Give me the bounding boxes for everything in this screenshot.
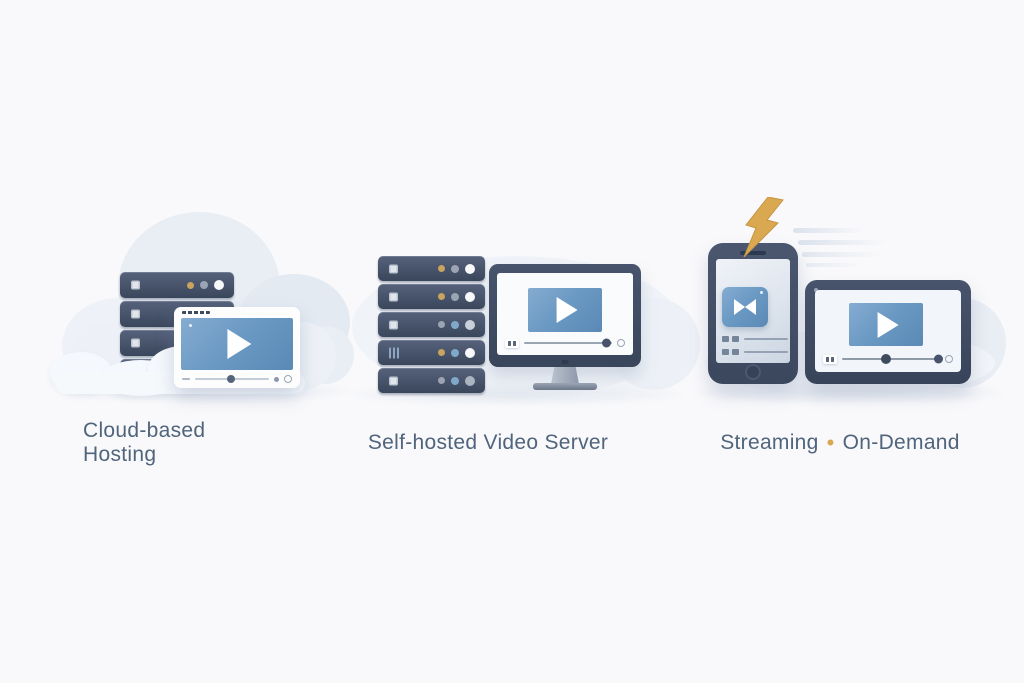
caption-text-right: On-Demand [842, 431, 960, 454]
caption-text-left: Streaming [720, 431, 819, 454]
caption-self-hosted: Self-hosted Video Server [358, 430, 618, 456]
video-player-window [174, 307, 300, 388]
monitor-stand-neck [551, 367, 579, 384]
playlist-row [722, 349, 788, 355]
status-led [451, 320, 459, 329]
caption-text: Self-hosted Video Server [367, 431, 609, 454]
monitor-screen [497, 273, 633, 355]
play-icon [227, 329, 252, 359]
video-thumbnail [722, 287, 768, 327]
pause-icon [823, 354, 837, 364]
tablet [805, 280, 971, 384]
progress-end-dot [934, 354, 943, 364]
tablet-screen [815, 290, 961, 372]
progress-knob [881, 354, 892, 364]
status-led [465, 291, 475, 302]
phone-screen [716, 259, 790, 363]
status-led [465, 263, 475, 274]
desktop-monitor [489, 264, 641, 367]
progress-track [842, 354, 943, 364]
server-slab [378, 256, 485, 281]
speed-line [802, 252, 882, 257]
status-led [438, 293, 445, 300]
skip-icon [734, 299, 756, 315]
server-slab [378, 340, 485, 365]
status-led [200, 281, 208, 289]
status-led [438, 349, 445, 356]
lightning-bolt-icon [743, 197, 784, 257]
playback-controls [182, 375, 292, 383]
drive-bay-icon [389, 264, 398, 273]
sparkle-dot [760, 291, 763, 294]
status-led [214, 280, 224, 290]
playback-controls [823, 354, 953, 364]
status-leds [438, 319, 475, 330]
home-button [745, 364, 761, 380]
speed-line [798, 240, 888, 245]
status-led [438, 377, 445, 384]
server-slab [120, 272, 234, 298]
caption-streaming-on-demand: Streaming • On-Demand [710, 430, 970, 456]
control-dot [274, 376, 279, 382]
status-led [451, 348, 459, 357]
drive-bay-icon [131, 309, 140, 319]
speed-line [793, 228, 865, 233]
video-area [181, 318, 293, 370]
ground-shadow [698, 382, 1003, 404]
drive-bay-icon [389, 376, 398, 385]
control-ring-icon [945, 355, 953, 363]
status-leds [438, 263, 475, 274]
drive-bay-icon [389, 292, 398, 301]
progress-track [195, 375, 269, 383]
status-leds [438, 291, 475, 302]
status-led [465, 375, 475, 386]
drive-bay-icon [389, 347, 399, 358]
caption-cloud-hosting: Cloud-based Hosting [83, 419, 283, 466]
pause-icon [505, 338, 519, 348]
control-ring-icon [617, 339, 625, 347]
status-led [438, 321, 445, 328]
status-leds [187, 280, 224, 290]
status-led [451, 292, 459, 301]
control-dash [182, 378, 190, 380]
server-slab [378, 368, 485, 393]
phone-speaker [740, 251, 766, 255]
monitor-logo-dot [561, 360, 569, 364]
status-led [187, 281, 194, 289]
video-area [849, 303, 923, 346]
drive-bay-icon [131, 338, 140, 348]
status-led [451, 376, 459, 385]
play-icon [877, 311, 899, 338]
server-slab [378, 312, 485, 337]
progress-knob [226, 375, 235, 383]
progress-knob [601, 338, 611, 348]
smartphone [708, 243, 798, 384]
gold-bullet-icon: • [826, 430, 835, 455]
sparkle-dot [189, 324, 192, 327]
window-titlebar-icon [182, 311, 210, 314]
caption-text: Cloud-based Hosting [83, 419, 206, 466]
speed-line [806, 263, 864, 267]
drive-bay-icon [131, 280, 140, 290]
playback-controls [505, 338, 625, 348]
status-led [438, 265, 445, 272]
video-area [528, 288, 602, 332]
status-leds [438, 347, 475, 358]
playlist-row [722, 336, 788, 342]
status-led [465, 347, 475, 358]
progress-track [524, 338, 612, 348]
server-rack [378, 256, 485, 396]
monitor-stand-base [533, 383, 597, 390]
status-led [451, 264, 459, 273]
play-icon [556, 297, 578, 323]
status-leds [438, 375, 475, 386]
server-slab [378, 284, 485, 309]
drive-bay-icon [389, 320, 398, 329]
control-ring-icon [284, 375, 292, 383]
status-led [465, 319, 475, 330]
